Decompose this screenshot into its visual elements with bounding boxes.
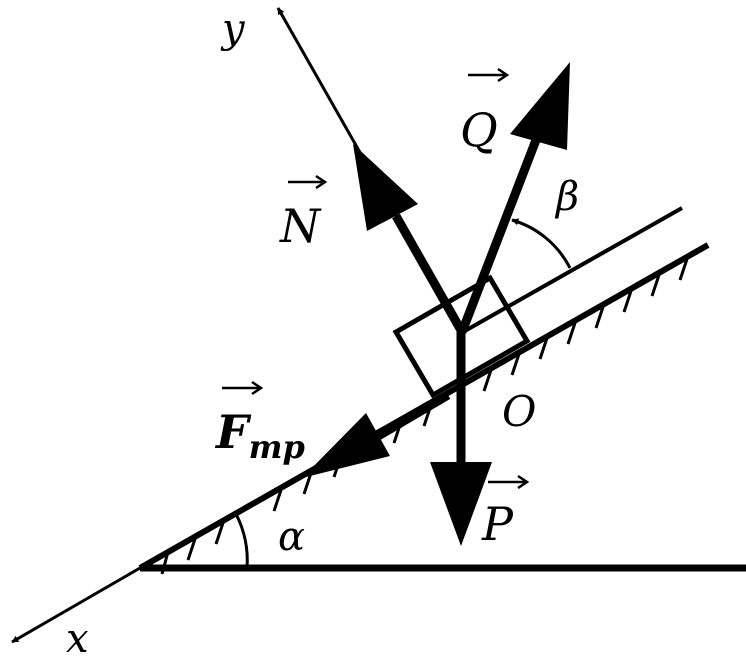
force-Q-arrow — [457, 62, 570, 334]
force-F-label: Fmp — [214, 405, 305, 466]
force-P-arrow — [430, 332, 492, 546]
angle-beta-label: β — [554, 174, 579, 220]
point-O-label: O — [502, 387, 536, 436]
force-N-label: N — [279, 199, 322, 253]
force-F-main: F — [214, 405, 252, 459]
block — [392, 274, 531, 399]
reference-line — [462, 206, 683, 334]
force-F-arrow — [302, 391, 451, 478]
axis-x-label: x — [66, 616, 89, 656]
force-N-arrow — [353, 144, 466, 335]
x-axis — [11, 566, 141, 644]
angle-alpha-label: α — [278, 514, 305, 560]
angle-alpha-arc — [234, 513, 249, 569]
vector-marks — [222, 67, 530, 490]
force-Q-label: Q — [460, 103, 498, 157]
angle-beta-arc — [511, 218, 572, 269]
force-P-label: P — [481, 497, 514, 551]
axis-y-label: y — [220, 6, 246, 52]
force-F-subscript: mp — [249, 428, 305, 466]
